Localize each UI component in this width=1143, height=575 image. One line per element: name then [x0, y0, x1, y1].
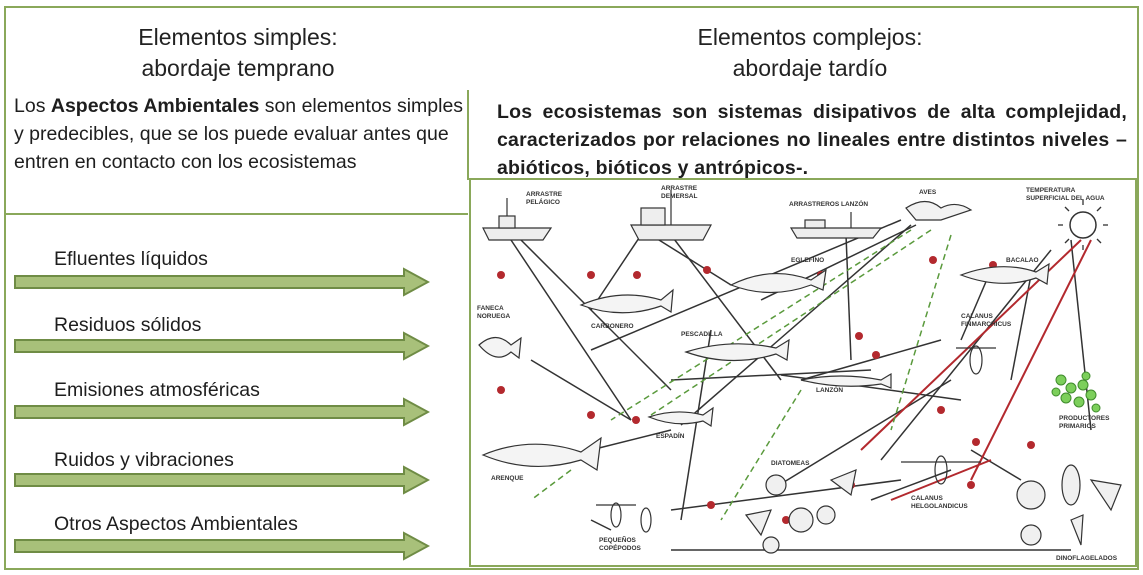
outer-frame — [4, 6, 1139, 570]
svg-text:CALANUS: CALANUS — [961, 313, 993, 320]
svg-text:PRODUCTORES: PRODUCTORES — [1059, 415, 1110, 422]
fish-shapes — [478, 262, 1050, 472]
aspect-label-otros: Otros Aspectos Ambientales — [54, 513, 298, 535]
aspect-label-ruidos: Ruidos y vibraciones — [54, 449, 234, 471]
vertical-divider — [467, 90, 469, 180]
left-column-title: Elementos simples:abordaje temprano — [138, 24, 338, 81]
svg-text:LANZÓN: LANZÓN — [816, 385, 843, 394]
svg-text:CALANUS: CALANUS — [911, 495, 943, 502]
aspect-label-residuos: Residuos sólidos — [54, 314, 202, 336]
svg-text:PEQUEÑOS: PEQUEÑOS — [599, 535, 637, 544]
aspect-label-emisiones: Emisiones atmosféricas — [54, 379, 260, 401]
svg-text:SUPERFICIAL DEL AGUA: SUPERFICIAL DEL AGUA — [1026, 195, 1105, 202]
svg-text:AVES: AVES — [919, 189, 937, 196]
food-web-diagram: ARRASTRE PELÁGICO ARRASTRE DEMERSAL ARRA… — [469, 178, 1137, 567]
svg-text:ARENQUE: ARENQUE — [491, 475, 524, 482]
aspect-arrow-4 — [14, 465, 430, 495]
aspect-arrow-3 — [14, 397, 430, 427]
svg-text:HELGOLANDICUS: HELGOLANDICUS — [911, 503, 968, 510]
primary-producers — [1051, 371, 1101, 413]
svg-text:ARRASTRE: ARRASTRE — [661, 185, 698, 192]
svg-text:FANECA: FANECA — [477, 305, 504, 312]
svg-text:ARRASTREROS LANZÓN: ARRASTREROS LANZÓN — [789, 199, 868, 208]
svg-text:ESPADÍN: ESPADÍN — [656, 431, 685, 440]
aspect-label-efluentes: Efluentes líquidos — [54, 248, 208, 270]
aspect-arrow-2 — [14, 331, 430, 361]
diatoms — [744, 469, 857, 554]
svg-text:DIATOMEAS: DIATOMEAS — [771, 460, 810, 467]
right-column-title: Elementos complejos:abordaje tardío — [697, 24, 923, 81]
svg-text:DINOFLAGELADOS: DINOFLAGELADOS — [1056, 555, 1118, 562]
svg-text:PELÁGICO: PELÁGICO — [526, 197, 560, 206]
svg-text:PESCADILLA: PESCADILLA — [681, 331, 723, 338]
svg-text:EGLEFINO: EGLEFINO — [791, 257, 824, 264]
boats — [482, 190, 883, 241]
svg-text:CARBONERO: CARBONERO — [591, 323, 634, 330]
svg-text:FINMARCHICUS: FINMARCHICUS — [961, 321, 1012, 328]
svg-text:DEMERSAL: DEMERSAL — [661, 193, 698, 200]
aspect-arrow-5 — [14, 531, 430, 561]
copepods — [596, 345, 996, 533]
svg-text:ARRASTRE: ARRASTRE — [526, 191, 563, 198]
aspectos-ambientales-paragraph: Los Aspectos Ambientales son elementos s… — [14, 95, 464, 173]
sun-icon — [1058, 200, 1108, 250]
svg-text:BACALAO: BACALAO — [1006, 257, 1039, 264]
horizontal-divider — [6, 213, 468, 215]
svg-text:PRIMARIOS: PRIMARIOS — [1059, 423, 1097, 430]
svg-text:COPÉPODOS: COPÉPODOS — [599, 543, 642, 552]
ecosistemas-paragraph: Los ecosistemas son sistemas disipativos… — [497, 101, 1127, 179]
aspect-arrow-1 — [14, 267, 430, 297]
svg-text:NORUEGA: NORUEGA — [477, 313, 511, 320]
dinoflagellates — [1016, 464, 1122, 546]
svg-text:TEMPERATURA: TEMPERATURA — [1026, 187, 1076, 194]
